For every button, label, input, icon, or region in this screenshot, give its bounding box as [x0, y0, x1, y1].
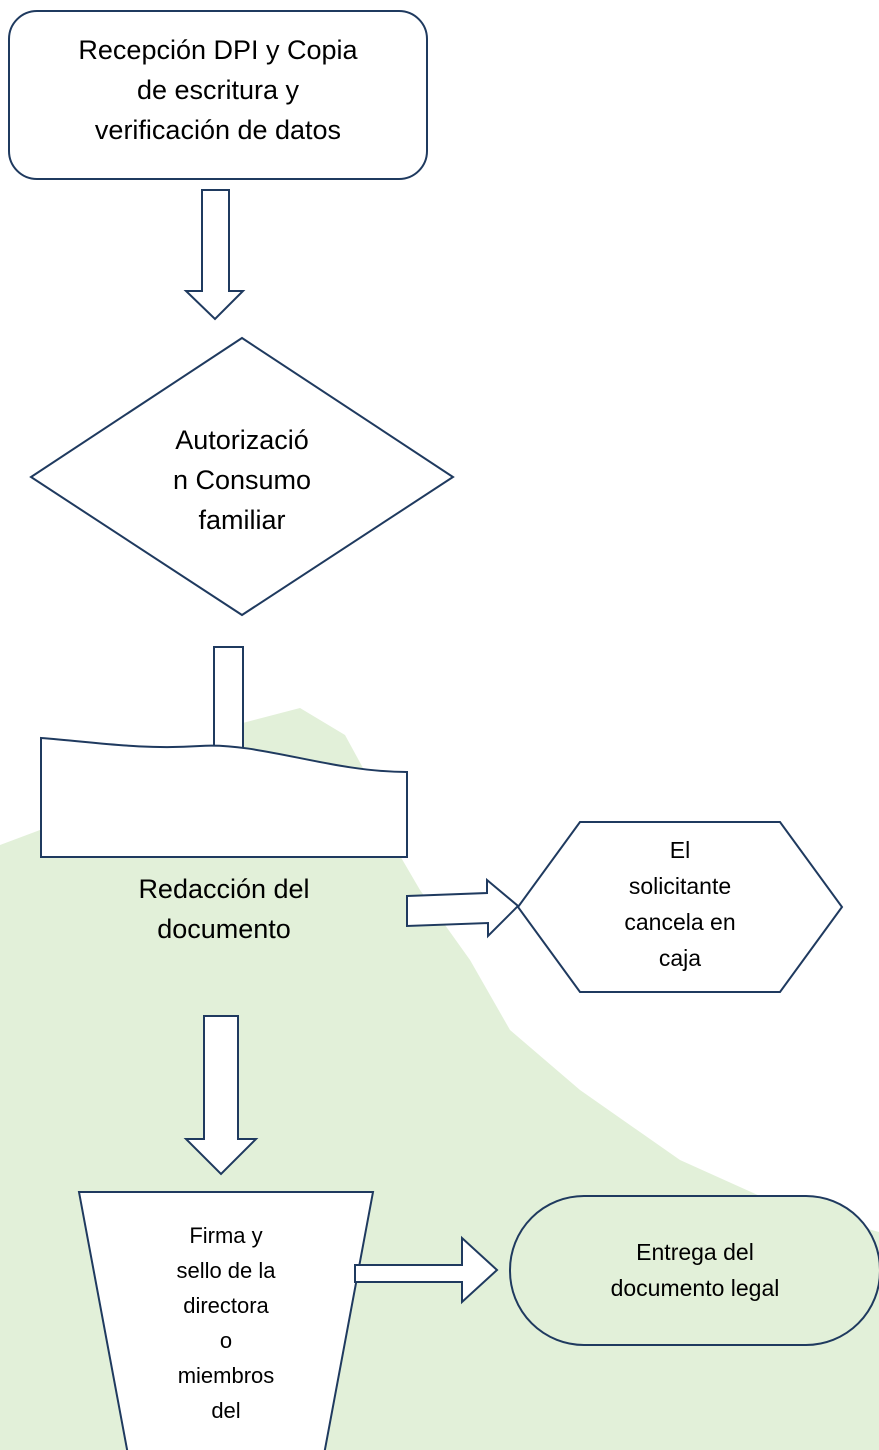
payment-hexagon — [516, 821, 844, 993]
arrow-signature-to-delivery — [354, 1235, 499, 1305]
signature-line-4: o — [219, 1328, 233, 1353]
signature-line-5: miembros — [177, 1363, 275, 1388]
authorization-line-1: Autorizació — [175, 425, 309, 455]
delivery-line-1: Entrega del — [636, 1239, 754, 1265]
drafting-line-2: documento — [157, 914, 291, 944]
reception-line-3: verificación de datos — [94, 115, 342, 145]
payment-line-3: cancela en — [624, 909, 736, 935]
signature-label: Firma y sello de la directora o miembros… — [126, 1218, 326, 1428]
payment-line-2: solicitante — [628, 873, 732, 899]
authorization-diamond — [29, 336, 455, 617]
signature-trapezoid — [77, 1191, 375, 1450]
drafting-label: Redacción del documento — [41, 869, 407, 949]
arrow-drafting-to-payment — [406, 877, 520, 939]
reception-line-1: Recepción DPI y Copia — [78, 35, 358, 65]
reception-label: Recepción DPI y Copia de escritura y ver… — [9, 30, 427, 150]
signature-line-6: del — [211, 1398, 241, 1423]
delivery-label: Entrega del documento legal — [510, 1234, 879, 1306]
signature-line-1: Firma y — [189, 1223, 263, 1248]
authorization-label: Autorizació n Consumo familiar — [142, 420, 342, 540]
authorization-line-2: n Consumo — [172, 465, 312, 495]
arrow-reception-to-authorization — [183, 189, 246, 321]
delivery-line-2: documento legal — [610, 1275, 780, 1301]
signature-line-2: sello de la — [176, 1258, 276, 1283]
payment-label: El solicitante cancela en caja — [580, 832, 780, 976]
arrow-drafting-to-signature — [183, 1015, 259, 1176]
reception-box — [8, 10, 428, 180]
payment-line-4: caja — [658, 945, 702, 971]
reception-line-2: de escritura y — [136, 75, 300, 105]
drafting-document-shape — [40, 736, 408, 858]
authorization-line-3: familiar — [198, 505, 286, 535]
payment-line-1: El — [669, 837, 691, 863]
signature-line-3: directora — [183, 1293, 269, 1318]
delivery-terminator — [509, 1195, 879, 1346]
drafting-line-1: Redacción del — [138, 874, 310, 904]
